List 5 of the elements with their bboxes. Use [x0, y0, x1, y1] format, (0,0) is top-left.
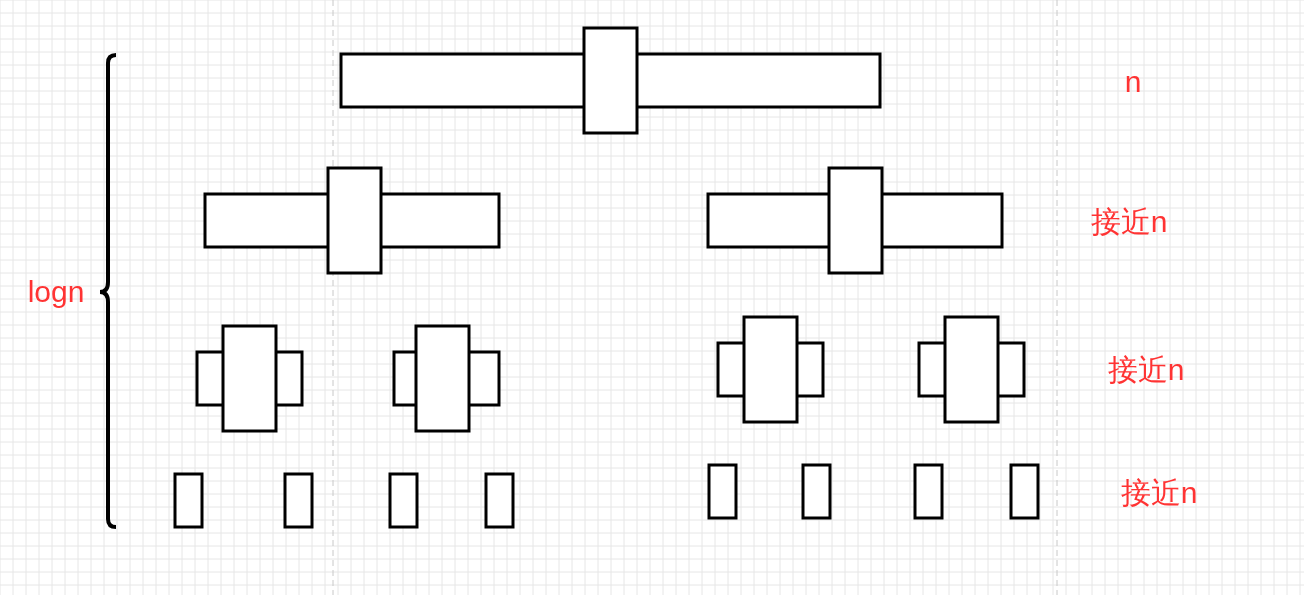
annotation-text: 接近n	[1107, 355, 1185, 385]
annotation-text: logn	[27, 277, 85, 307]
annotation-text: n	[1124, 67, 1142, 97]
annotation-text: 接近n	[1090, 207, 1168, 237]
annotation-text: 接近n	[1120, 478, 1198, 508]
